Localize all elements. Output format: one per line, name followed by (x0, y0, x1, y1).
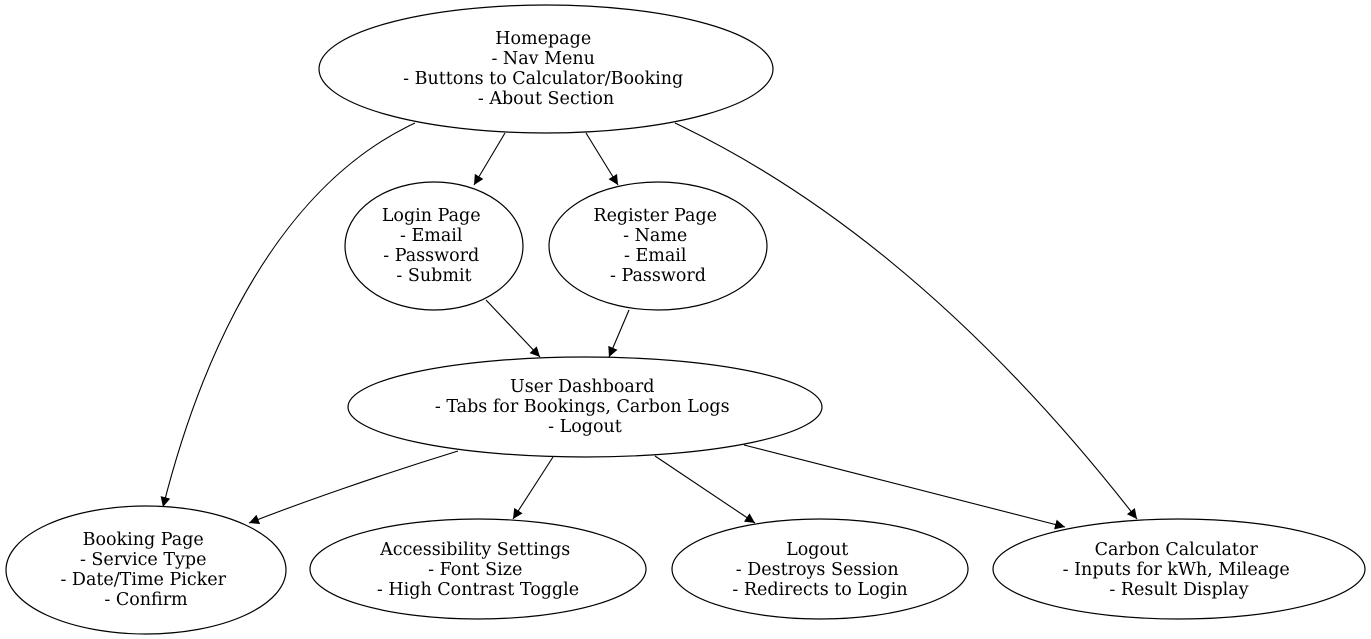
node-calculator-line-2: - Inputs for kWh, Mileage (1063, 560, 1290, 580)
node-booking-line-2: - Service Type (80, 550, 207, 570)
svg-text:User Dashboard - Tabs fo: User Dashboard - Tabs for Bookings, Carb… (435, 377, 735, 437)
svg-text:Accessibility Settings -: Accessibility Settings - Font Size - Hig… (377, 540, 579, 600)
node-register-shape (548, 181, 768, 311)
node-register: Register Page - Name - Email - Password (548, 181, 768, 311)
edge-homepage-to-booking (160, 122, 416, 508)
svg-text:Login Page - Email: Login Page - Email - Password - Submit (382, 206, 486, 286)
edge-homepage-to-calculator (674, 122, 1138, 520)
node-booking-line-3: - Date/Time Picker (60, 570, 226, 590)
node-dashboard-shape (347, 356, 823, 458)
node-homepage-line-1: Homepage (495, 29, 591, 49)
svg-text:Logout - Destroys Sessio: Logout - Destroys Session - Redirects to… (732, 540, 907, 600)
svg-text:Carbon Calculator - Inpu: Carbon Calculator - Inputs for kWh, Mile… (1063, 540, 1296, 600)
edge-dashboard-to-calculator (743, 444, 1066, 530)
node-calculator: Carbon Calculator - Inputs for kWh, Mile… (992, 518, 1366, 620)
node-booking-line-4: - Confirm (104, 590, 188, 610)
node-accessibility-shape (309, 518, 647, 620)
node-register-line-3: - Email (624, 246, 687, 266)
svg-text:Homepage - Nav Menu: Homepage - Nav Menu - Buttons to Calcula… (403, 29, 689, 109)
node-logout-line-3: - Redirects to Login (732, 580, 907, 600)
node-register-line-2: - Name (623, 226, 687, 246)
node-logout: Logout - Destroys Session - Redirects to… (671, 518, 969, 620)
node-dashboard-line-3: - Logout (548, 417, 622, 437)
svg-text:Booking Page - Service T: Booking Page - Service Type - Date/Time … (60, 530, 231, 610)
node-logout-shape (671, 518, 969, 620)
node-register-line-1: Register Page (593, 206, 717, 226)
edge-dashboard-to-accessibility (512, 456, 554, 520)
node-register-line-4: - Password (610, 266, 706, 286)
node-calculator-line-1: Carbon Calculator (1095, 540, 1259, 560)
node-calculator-line-3: - Result Display (1109, 580, 1248, 600)
edge-dashboard-to-booking (248, 450, 459, 525)
node-homepage: Homepage - Nav Menu - Buttons to Calcula… (318, 4, 774, 134)
node-logout-line-1: Logout (786, 540, 848, 560)
svg-text:Register Page - Name: Register Page - Name - Email - Password (593, 206, 722, 286)
node-calculator-shape (992, 518, 1366, 620)
edges (160, 122, 1138, 530)
node-accessibility: Accessibility Settings - Font Size - Hig… (309, 518, 647, 620)
edge-login-to-dashboard (485, 299, 541, 358)
node-login: Login Page - Email - Password - Submit (344, 181, 524, 311)
node-login-line-1: Login Page (382, 206, 481, 226)
node-homepage-shape (318, 4, 774, 134)
node-accessibility-line-2: - Font Size (428, 560, 522, 580)
node-accessibility-line-3: - High Contrast Toggle (377, 580, 579, 600)
node-booking: Booking Page - Service Type - Date/Time … (5, 505, 287, 635)
node-login-line-2: - Email (400, 226, 463, 246)
node-homepage-line-4: - About Section (478, 89, 614, 109)
node-dashboard-line-1: User Dashboard (510, 377, 654, 397)
node-dashboard: User Dashboard - Tabs for Bookings, Carb… (347, 356, 823, 458)
node-login-line-4: - Submit (396, 266, 471, 286)
node-dashboard-line-2: - Tabs for Bookings, Carbon Logs (435, 397, 730, 417)
node-login-shape (344, 181, 524, 311)
edge-register-to-dashboard (608, 309, 630, 358)
node-logout-line-2: - Destroys Session (736, 560, 899, 580)
node-accessibility-line-1: Accessibility Settings (379, 540, 570, 560)
node-homepage-line-2: - Nav Menu (491, 49, 595, 69)
edge-dashboard-to-logout (654, 455, 756, 524)
edge-homepage-to-register (585, 132, 619, 186)
edge-homepage-to-login (473, 132, 506, 186)
node-login-line-3: - Password (383, 246, 479, 266)
node-booking-shape (5, 505, 287, 635)
node-homepage-line-3: - Buttons to Calculator/Booking (403, 69, 683, 89)
node-booking-line-1: Booking Page (83, 530, 204, 550)
